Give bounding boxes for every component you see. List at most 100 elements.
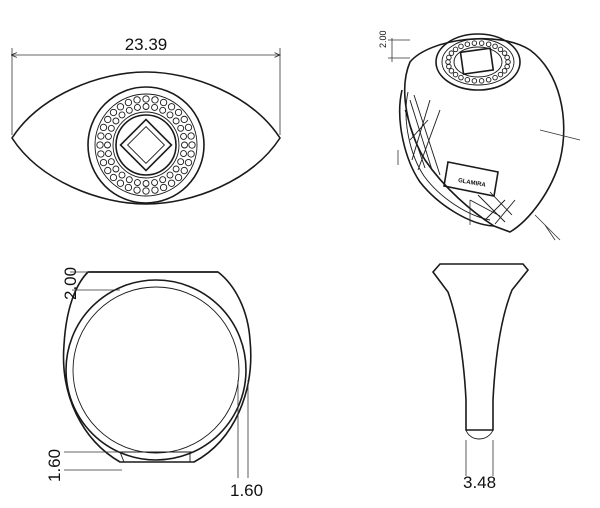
pave-stone	[184, 123, 193, 132]
pave-stone	[172, 117, 180, 125]
pave-stone	[104, 115, 112, 124]
pave-stone	[159, 176, 167, 184]
pave-stone	[109, 108, 118, 117]
pave-stone	[159, 183, 168, 192]
side-width-label: 3.48	[463, 473, 496, 492]
pave-stone	[112, 165, 120, 173]
pave-stone	[478, 78, 485, 84]
pave-stone	[184, 158, 193, 167]
iso-top-dimension-label: 2.00	[378, 30, 388, 48]
front-view: 2.00 1.60 1.60	[45, 267, 263, 500]
pave-stone	[107, 124, 115, 132]
center-stone	[119, 118, 173, 172]
bottom-right-label: 1.60	[230, 481, 263, 500]
pave-stone	[187, 150, 195, 158]
pave-stones	[96, 95, 196, 195]
pave-stone	[124, 183, 133, 192]
pave-stone	[97, 150, 105, 158]
pave-stone	[142, 95, 150, 103]
pave-stone	[151, 96, 159, 104]
pave-stone	[180, 150, 187, 158]
pave-stone	[116, 179, 125, 187]
pave-stone	[464, 77, 471, 83]
top-view: 23.39	[11, 35, 281, 205]
pave-stone	[188, 141, 196, 149]
pave-stone	[167, 103, 176, 111]
pave-stone	[167, 179, 176, 187]
pave-stone	[452, 46, 459, 53]
pave-stone	[159, 98, 168, 107]
pave-stone	[501, 68, 508, 74]
pave-stone	[448, 68, 455, 74]
pave-stone	[125, 176, 133, 184]
pave-stone	[471, 40, 478, 46]
pave-stone	[105, 150, 112, 158]
pave-stone	[151, 186, 159, 194]
ring-front-outline	[62, 271, 252, 463]
pave-stone	[96, 141, 104, 149]
pave-stone	[112, 117, 120, 125]
pave-stone	[104, 141, 111, 149]
pave-stone	[174, 173, 183, 182]
iso-center-stone	[459, 47, 495, 76]
pave-stone	[478, 40, 485, 46]
pave-stone	[452, 71, 459, 78]
pave-stone	[485, 41, 492, 47]
pave-stone	[133, 179, 141, 186]
pave-stone	[505, 59, 511, 65]
pave-stone	[497, 71, 504, 78]
pave-stone	[118, 171, 126, 179]
pave-stone	[497, 46, 504, 53]
halo-outer-circle	[87, 86, 205, 204]
pave-stone	[504, 54, 510, 61]
pave-stone	[177, 158, 185, 166]
iso-view: GLAMIRA 2.00	[378, 30, 581, 241]
engraving-text: GLAMIRA	[457, 178, 486, 189]
top-thickness-label: 2.00	[61, 267, 80, 300]
pave-stone	[151, 104, 159, 111]
pave-stone	[104, 166, 112, 175]
pave-stone	[118, 111, 126, 119]
pave-stone	[446, 63, 452, 70]
pave-stone	[446, 54, 452, 61]
pave-stone	[166, 171, 174, 179]
pave-stone	[177, 124, 185, 132]
pave-stone	[125, 106, 133, 114]
pave-stone	[504, 63, 510, 70]
pave-stone	[492, 43, 498, 50]
pave-stone	[501, 50, 508, 56]
iso-pave-stones	[445, 40, 511, 84]
pave-stone	[180, 166, 188, 175]
pave-stone	[99, 123, 108, 132]
pave-stone	[116, 103, 125, 111]
ring-side-outline	[431, 263, 530, 431]
pave-stone	[181, 141, 188, 149]
pave-stone	[174, 108, 183, 117]
pave-stone	[133, 104, 141, 111]
pave-stone	[107, 158, 115, 166]
pave-stone	[124, 98, 133, 107]
pave-stone	[458, 74, 464, 81]
pave-stone	[133, 186, 141, 194]
pave-stone	[105, 132, 112, 140]
pave-stone	[445, 59, 451, 65]
pave-stone	[180, 132, 187, 140]
pave-stone	[159, 106, 167, 114]
pave-stone	[464, 41, 471, 47]
pave-stone	[471, 78, 478, 84]
pave-stone	[458, 43, 464, 50]
pave-stone	[142, 103, 150, 110]
pave-stone	[485, 77, 492, 83]
pave-stone	[187, 132, 195, 140]
ring-top-outline	[11, 71, 281, 205]
pave-stone	[180, 115, 188, 124]
pave-stone	[97, 132, 105, 140]
side-view: 3.48	[431, 263, 530, 492]
pave-stone	[109, 173, 118, 182]
ring-iso-body	[403, 37, 565, 233]
pave-stone	[142, 180, 150, 187]
inner-bore	[65, 279, 247, 461]
pave-stone	[142, 187, 150, 195]
